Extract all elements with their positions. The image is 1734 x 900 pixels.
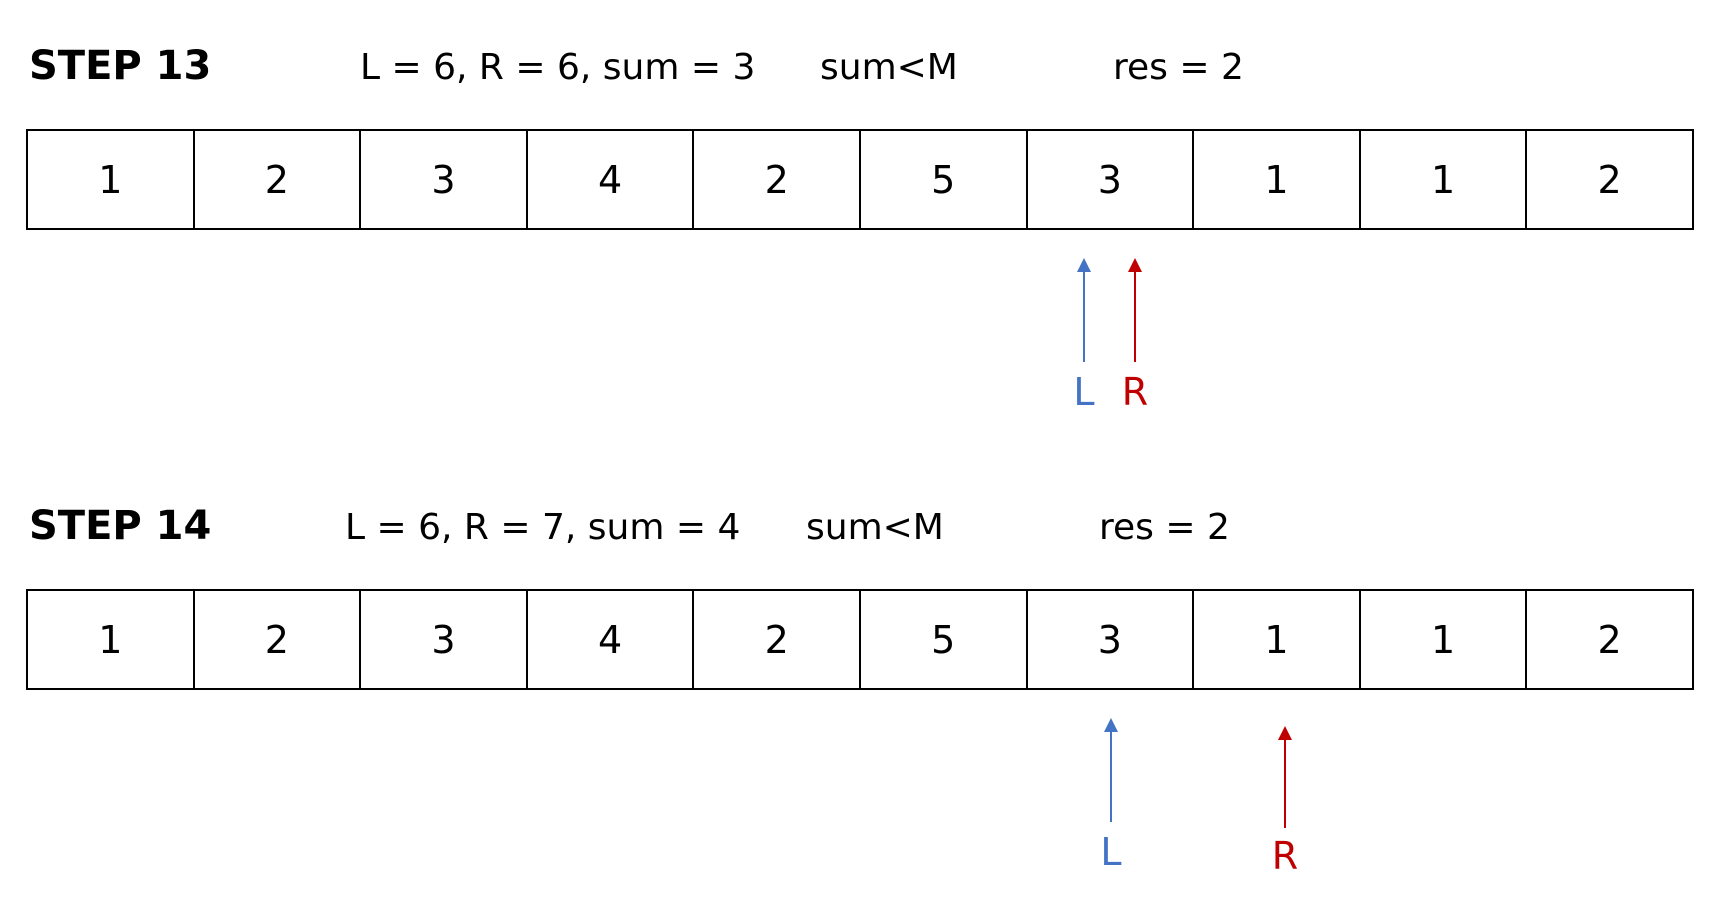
- array-cell: 3: [361, 591, 528, 688]
- right-pointer-arrow-icon: [1128, 258, 1142, 272]
- array-cell: 3: [1028, 591, 1195, 688]
- array-cell: 2: [1597, 617, 1622, 662]
- array-cell: 1: [1194, 131, 1361, 228]
- array-cell: 5: [861, 591, 1028, 688]
- array-cell: 3: [1028, 131, 1195, 228]
- array-cell: 2: [694, 131, 861, 228]
- right-pointer-label: R: [1271, 834, 1299, 878]
- step-title: STEP 13: [29, 43, 212, 89]
- left-pointer-arrow-icon: [1104, 718, 1118, 732]
- right-pointer-arrow-icon: [1278, 726, 1292, 740]
- array-cell: 3: [361, 131, 528, 228]
- array-cell: 4: [528, 131, 695, 228]
- array-cell: 2: [195, 131, 362, 228]
- left-pointer-label: L: [1100, 830, 1122, 874]
- array-cell: 2: [195, 591, 362, 688]
- left-pointer: L: [1064, 258, 1104, 418]
- array-cell: 1: [28, 591, 195, 688]
- pointer-state-text: L = 6, R = 6, sum = 3: [360, 47, 756, 88]
- array-cell: 1: [1194, 591, 1361, 688]
- array-cell: 1: [28, 131, 195, 228]
- array-row: 1 2 3 4 2 5 3 1 1 2: [26, 589, 1694, 690]
- condition-text: sum<M: [806, 507, 944, 548]
- right-pointer: R: [1115, 258, 1155, 418]
- step-title: STEP 14: [29, 503, 212, 549]
- array-cell: 4: [528, 591, 695, 688]
- condition-text: sum<M: [820, 47, 958, 88]
- right-pointer-label: R: [1121, 370, 1149, 414]
- step-14-panel: STEP 14 L = 6, R = 7, sum = 4 sum<M res …: [0, 460, 1734, 900]
- array-cell: 1: [1361, 131, 1528, 228]
- array-row: 1 2 3 4 2 5 3 1 1 2: [26, 129, 1694, 230]
- step-13-panel: STEP 13 L = 6, R = 6, sum = 3 sum<M res …: [0, 0, 1734, 440]
- left-pointer-label: L: [1073, 370, 1095, 414]
- result-text: res = 2: [1099, 507, 1230, 548]
- array-cell: 2: [1597, 157, 1622, 202]
- right-pointer: R: [1265, 726, 1305, 896]
- result-text: res = 2: [1113, 47, 1244, 88]
- left-pointer-arrow-icon: [1077, 258, 1091, 272]
- array-cell: 2: [694, 591, 861, 688]
- array-cell: 5: [861, 131, 1028, 228]
- pointer-state-text: L = 6, R = 7, sum = 4: [345, 507, 741, 548]
- array-cell: 1: [1361, 591, 1528, 688]
- left-pointer: L: [1091, 718, 1131, 888]
